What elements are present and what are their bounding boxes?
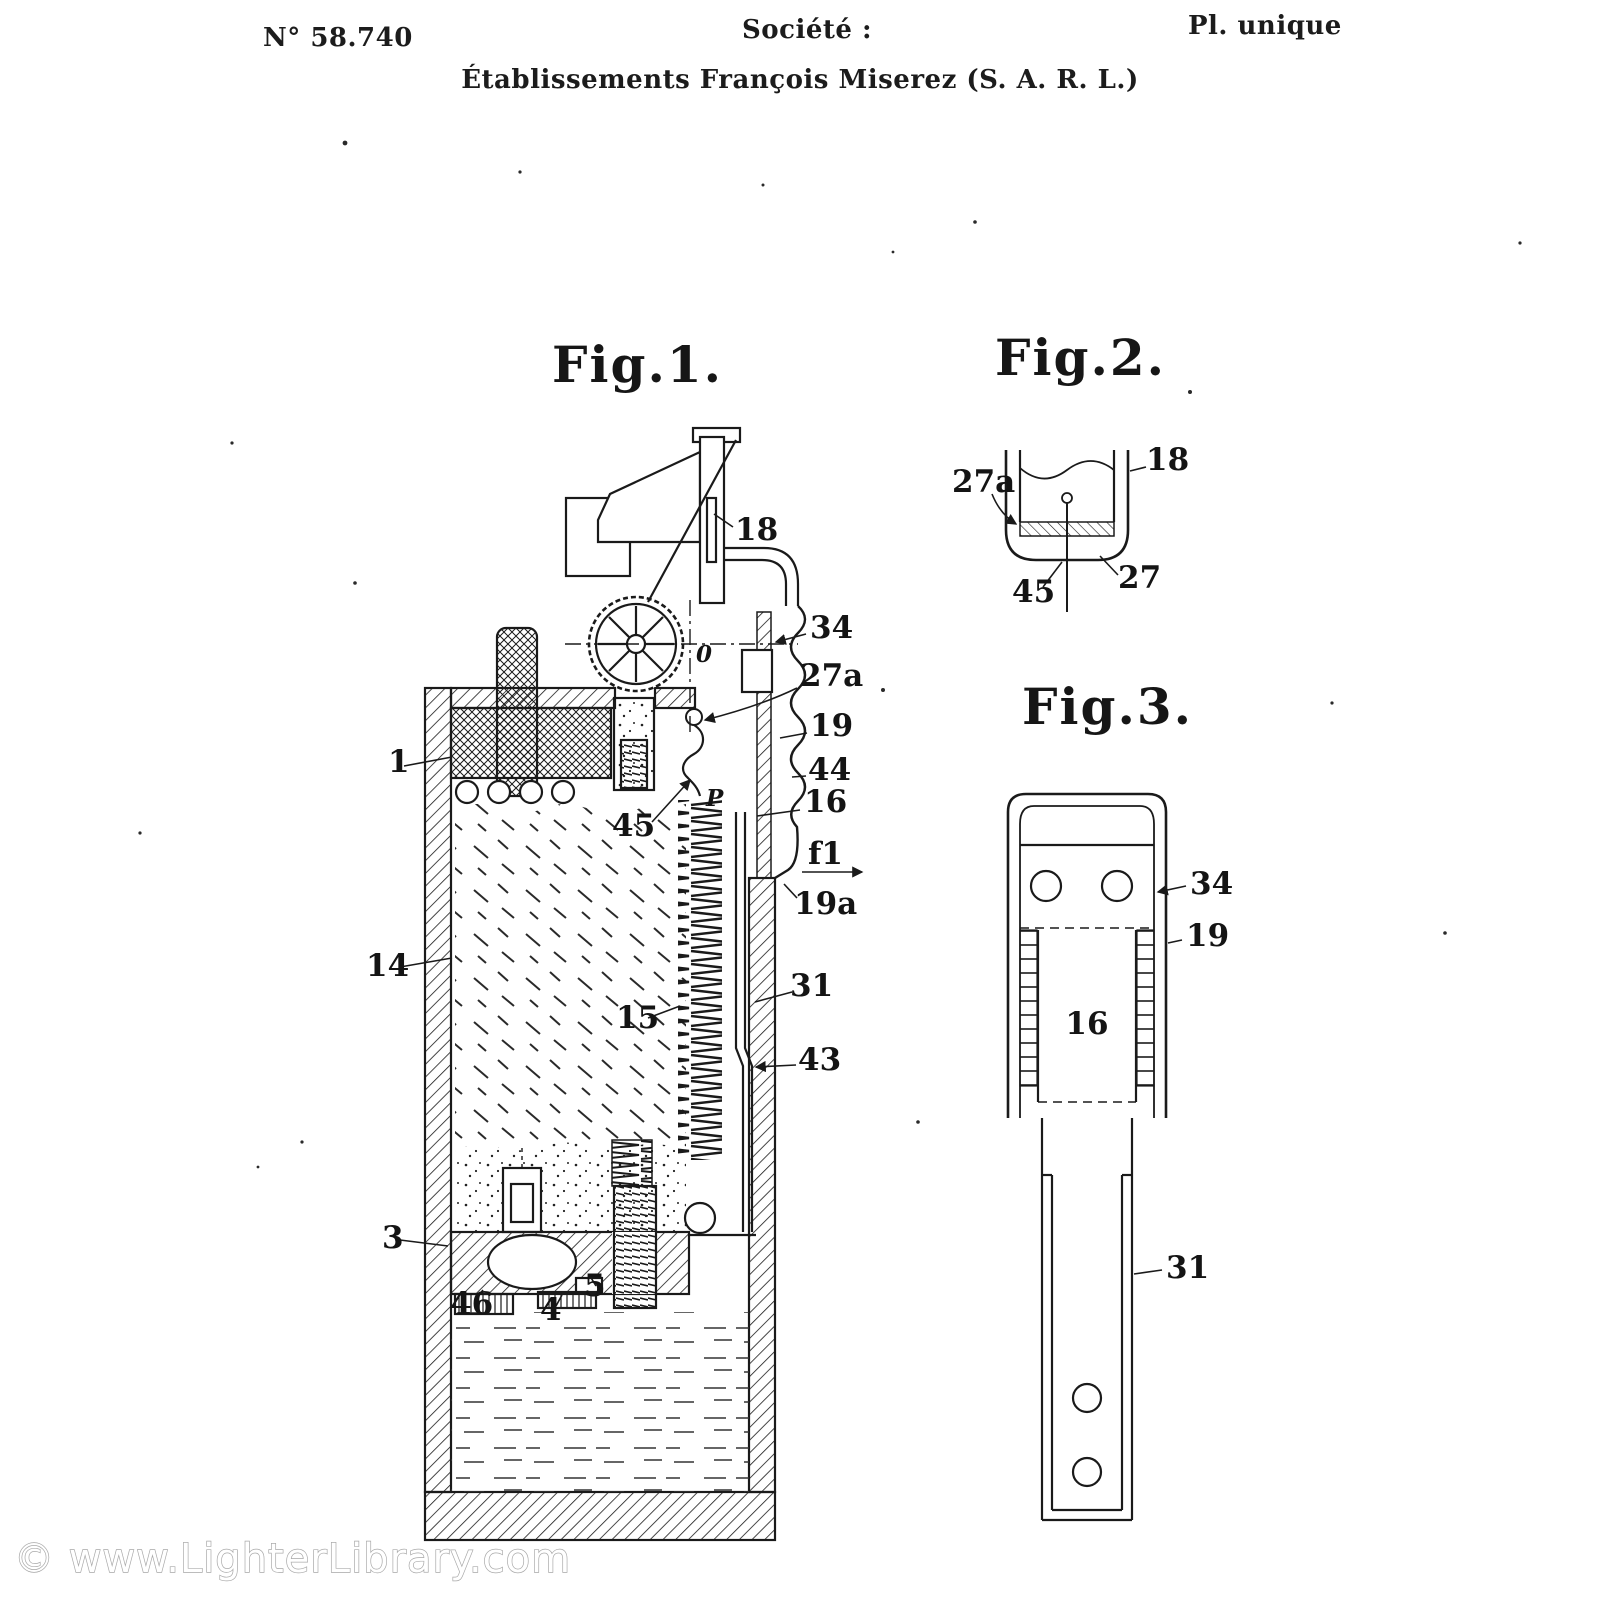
fig1-roller: [683, 1201, 717, 1235]
fig3-label-34: 34: [1190, 866, 1233, 902]
fig1-fuel: [451, 1312, 749, 1492]
fig2: Fig.2. 27a 18 45 27: [952, 328, 1189, 612]
scan-specks: [138, 140, 1522, 1169]
fig1-label-31: 31: [790, 968, 833, 1004]
fig3-leaders: [1133, 884, 1187, 1275]
patent-number: N° 58.740: [263, 23, 413, 53]
fig1-label-27a: 27a: [800, 658, 863, 694]
fig1-hook-27: [681, 708, 705, 797]
fig1-bottom-mechanism: [449, 1184, 691, 1316]
fig3-labels: 34 19 16 31: [1065, 866, 1233, 1286]
fig1-label-5: 5: [584, 1268, 606, 1304]
fig1-label-46: 46: [450, 1286, 493, 1322]
fig1: Fig.1.: [366, 335, 864, 1542]
fig2-title: Fig.2.: [995, 328, 1166, 387]
fig1-drawing: [423, 426, 807, 1542]
fig1-wadding: [455, 804, 686, 1149]
fig3-drawing: [1006, 792, 1168, 1522]
fig1-label-f1: f1: [808, 836, 843, 872]
fig2-leaders: [991, 466, 1147, 588]
fig1-cap-assembly: [564, 426, 800, 606]
fig3-label-16: 16: [1065, 1006, 1108, 1042]
fig3-label-31: 31: [1166, 1250, 1209, 1286]
fig1-label-14: 14: [366, 948, 409, 984]
watermark: © www.LighterLibrary.com: [14, 1536, 571, 1582]
fig1-label-4: 4: [540, 1292, 562, 1328]
fig1-washer-5: [574, 1276, 604, 1294]
fig1-spring-15: [678, 800, 722, 1160]
fig1-label-43: 43: [798, 1042, 841, 1078]
fig1-label-P: P: [705, 785, 724, 812]
company-label: Société :: [742, 15, 872, 45]
fig1-bracket-34: [740, 648, 774, 694]
fig1-label-1: 1: [388, 744, 410, 780]
fig1-small-spring: [611, 1139, 653, 1187]
company-name: Établissements François Miserez (S. A. R…: [461, 63, 1139, 95]
fig1-label-45: 45: [612, 808, 655, 844]
fig3: Fig.3.: [1006, 677, 1233, 1522]
fig1-base: [423, 1490, 777, 1542]
fig1-wick: [495, 626, 539, 798]
fig1-leaders: [399, 513, 864, 1307]
fig1-blade-strip: [690, 812, 756, 1237]
fig2-label-45: 45: [1012, 574, 1055, 610]
fig1-felt-pad-4: [536, 1290, 598, 1310]
fig3-title: Fig.3.: [1022, 677, 1193, 736]
fig1-label-19a: 19a: [794, 886, 857, 922]
fig1-label-0: 0: [696, 641, 712, 668]
plate-label: Pl. unique: [1188, 11, 1342, 41]
fig1-labels: 18 34 27a 19 44 16 f1 19a 31 43 1 45 14 …: [366, 512, 863, 1328]
fig1-label-19: 19: [810, 708, 853, 744]
fig1-label-34: 34: [810, 610, 853, 646]
fig2-drawing: [1004, 450, 1130, 612]
header: N° 58.740 Société : Pl. unique Établisse…: [263, 11, 1342, 95]
fig1-holes: [454, 779, 576, 805]
fig2-labels: 27a 18 45 27: [952, 442, 1189, 610]
fig2-label-27: 27: [1118, 560, 1161, 596]
fig1-title: Fig.1.: [552, 335, 723, 394]
fig1-label-18: 18: [735, 512, 778, 548]
fig1-left-wall: [423, 686, 453, 1494]
fig1-screw: [612, 1184, 658, 1310]
fig1-label-44: 44: [808, 752, 851, 788]
fig2-label-27a: 27a: [952, 464, 1015, 500]
fig1-label-15: 15: [616, 1000, 659, 1036]
fig1-flint-holder: [501, 1148, 543, 1234]
fig3-label-19: 19: [1186, 918, 1229, 954]
fig2-label-18: 18: [1146, 442, 1189, 478]
fig1-top-flange-right: [653, 686, 697, 710]
fig1-corrugation: [774, 605, 807, 880]
fig1-label-3: 3: [382, 1220, 404, 1256]
fig1-label-16: 16: [804, 784, 847, 820]
